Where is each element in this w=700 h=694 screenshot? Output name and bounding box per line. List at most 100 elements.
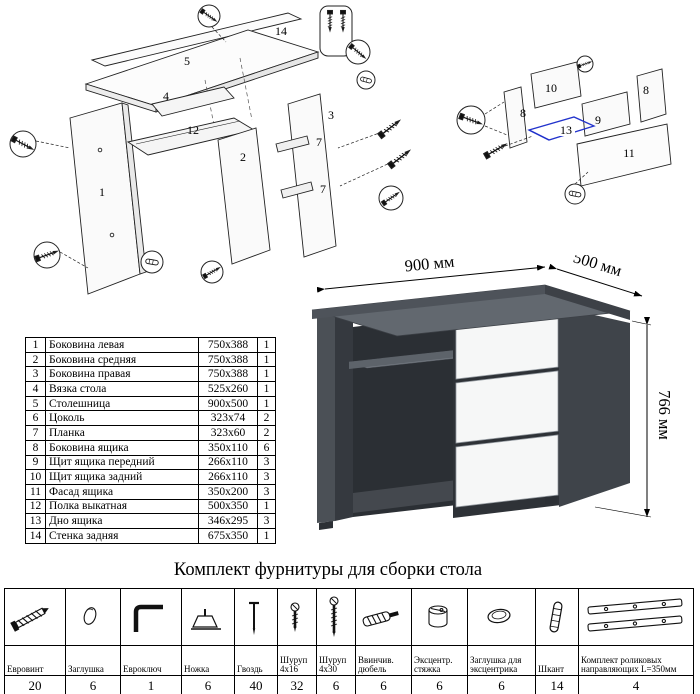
hardware-name: Эксцентр. стяжка: [411, 645, 468, 676]
part-size: 323x74: [198, 410, 258, 427]
part-qty: 3: [257, 483, 276, 500]
part-number: 8: [25, 439, 46, 456]
part-8-drawer-side: [503, 86, 528, 149]
part-qty: 1: [257, 337, 276, 353]
part-7-slat: [275, 135, 310, 153]
part-name: Стенка задняя: [45, 527, 199, 544]
part-name: Полка выкатная: [45, 498, 199, 515]
part-qty: 1: [257, 351, 276, 368]
part-size: 750x388: [198, 366, 258, 383]
hardware-qty-row: 20 6 1 6 40 32 6 6 6 6 14 4: [4, 675, 694, 694]
drawer-view-labels: 8 10 9 8 11 13: [520, 81, 649, 160]
roller-guides-icon: [587, 598, 683, 632]
part-number: 1: [25, 337, 46, 353]
hardware-icon-row: [4, 588, 694, 646]
desk-dimension-annotations: [316, 263, 652, 518]
part-number: 12: [25, 498, 46, 515]
hardware-name: Евроключ: [120, 645, 182, 676]
part-label-5: 5: [184, 54, 190, 68]
part-label-1: 1: [99, 185, 105, 199]
hardware-name: Ножка: [181, 645, 235, 676]
hardware-qty: 1: [120, 675, 182, 694]
nail-icon: [249, 601, 259, 635]
drawer-front-middle: [455, 370, 559, 444]
hardware-kit-table: Евровинт Заглушка Евроключ Ножка Гвоздь …: [4, 588, 694, 694]
leg-icon: [191, 609, 221, 630]
part-size: 750x388: [198, 337, 258, 353]
drawer-exploded-view: [503, 61, 672, 187]
part-name: Боковина средняя: [45, 351, 199, 368]
part-qty: 2: [257, 425, 276, 441]
part-label-11: 11: [623, 146, 635, 160]
part-number: 14: [25, 527, 46, 544]
part-number: 5: [25, 395, 46, 412]
dowel-icon: [549, 601, 563, 633]
part-size: 350x110: [198, 439, 258, 456]
part-2-middle-side: [217, 127, 271, 265]
screw-dowel-icon: [362, 611, 399, 627]
hardware-name: Гвоздь: [234, 645, 278, 676]
part-label-2: 2: [240, 150, 246, 164]
part-size: 750x388: [198, 351, 258, 368]
hardware-kit-title: Комплект фурнитуры для сборки стола: [173, 560, 483, 580]
desk-right-side: [559, 307, 630, 507]
part-7-slat: [280, 181, 314, 199]
part-size: 900x500: [198, 395, 258, 412]
hardware-name: Шуруп 4х30: [316, 645, 356, 676]
width-dimension-label: 900 мм: [404, 255, 456, 275]
part-label-12: 12: [187, 123, 199, 137]
hardware-name: Шуруп 4х16: [277, 645, 317, 676]
hardware-qty: 6: [181, 675, 235, 694]
hardware-qty: 6: [355, 675, 412, 694]
part-name: Цоколь: [45, 410, 199, 427]
part-qty: 1: [257, 527, 276, 544]
part-number: 9: [25, 454, 46, 471]
part-name: Столешница: [45, 395, 199, 412]
drawer-front-bottom: [455, 434, 559, 508]
part-size: 346x295: [198, 513, 258, 529]
height-dimension-label: 766 мм: [655, 390, 674, 440]
hardware-qty: 6: [411, 675, 468, 694]
hardware-name: Комплект роликовых направляющих L=350мм: [578, 645, 694, 676]
part-qty: 1: [257, 366, 276, 383]
part-size: 266x110: [198, 454, 258, 471]
part-name: Планка: [45, 425, 199, 441]
part-name: Вязка стола: [45, 381, 199, 397]
desk-render: 900 мм 500 мм 766 мм: [311, 255, 674, 530]
hardware-qty: 6: [65, 675, 121, 694]
plug-icon: [83, 607, 97, 625]
part-number: 2: [25, 351, 46, 368]
part-label-4: 4: [163, 89, 169, 103]
part-size: 350x200: [198, 483, 258, 500]
part-label-8: 8: [643, 83, 649, 97]
hex-key-icon: [133, 604, 163, 632]
part-qty: 1: [257, 381, 276, 397]
part-size: 266x110: [198, 469, 258, 485]
part-10-drawer-back: [530, 61, 582, 109]
hardware-name: Шкант: [535, 645, 579, 676]
main-exploded-view: [69, 12, 337, 295]
part-11-drawer-facade: [576, 123, 672, 187]
desk-plinth: [353, 480, 457, 513]
screw-4x16-icon: [290, 602, 300, 632]
part-label-9: 9: [595, 113, 601, 127]
hardware-name-row: Евровинт Заглушка Евроключ Ножка Гвоздь …: [4, 645, 694, 676]
part-size: 525x260: [198, 381, 258, 397]
euroscrew-icon: [10, 607, 49, 632]
part-name: Боковина левая: [45, 337, 199, 353]
part-label-10: 10: [545, 81, 557, 95]
part-label-3: 3: [328, 108, 334, 122]
hardware-qty: 6: [467, 675, 536, 694]
hardware-name: Ввинчив. дюбель: [355, 645, 412, 676]
hardware-name: Евровинт: [4, 645, 66, 676]
part-name: Боковина ящика: [45, 439, 199, 456]
